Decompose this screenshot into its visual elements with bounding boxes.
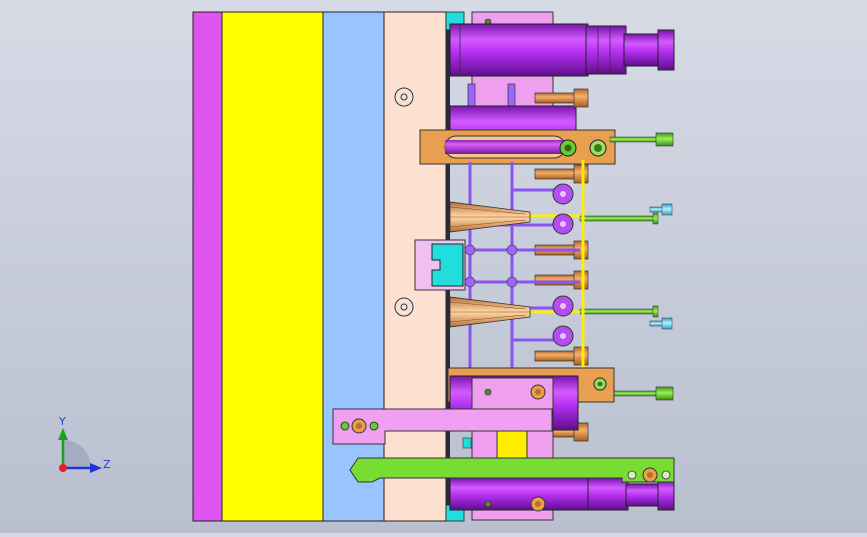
orange-pin-5[interactable] <box>534 350 576 362</box>
screw-middle-icon[interactable] <box>394 297 414 317</box>
triad-z-label: Z <box>103 458 111 471</box>
cyan-bolts <box>649 203 673 330</box>
top-cylinder-tip[interactable] <box>623 33 661 67</box>
green-rod-1[interactable] <box>609 136 659 143</box>
plate-magenta[interactable] <box>192 11 223 522</box>
top-cylinder-end[interactable] <box>657 29 675 71</box>
top-cylinder-ring[interactable] <box>585 25 627 75</box>
screw-heads-plate <box>394 87 414 317</box>
top-main-cylinder[interactable] <box>449 23 589 77</box>
plate-yellow[interactable] <box>221 11 324 522</box>
green-rod-2[interactable] <box>579 215 655 222</box>
green-rod-3[interactable] <box>579 308 655 315</box>
green-rods <box>579 132 674 401</box>
cyan-pin-lower <box>462 437 472 449</box>
runner-junctions <box>464 244 518 288</box>
orange-pin-1[interactable] <box>534 92 576 104</box>
upper-slot-plate[interactable] <box>419 129 616 165</box>
axis-triad: Y Z <box>58 415 111 473</box>
triad-y-label: Y <box>58 415 66 428</box>
green-lever-arm[interactable] <box>349 457 675 483</box>
ejector-heads <box>552 183 574 347</box>
pink-lever-arm[interactable] <box>332 408 553 445</box>
orange-pin-2[interactable] <box>534 168 576 180</box>
center-lock-block[interactable] <box>414 239 466 291</box>
screw-top-icon[interactable] <box>394 87 414 107</box>
plate-blue[interactable] <box>322 11 385 522</box>
core-cones <box>449 201 531 328</box>
top-assembly <box>449 11 675 109</box>
triad-origin-x-icon <box>59 464 67 472</box>
triad-shade-icon <box>63 440 91 468</box>
lower-end-cylinder[interactable] <box>449 477 591 511</box>
